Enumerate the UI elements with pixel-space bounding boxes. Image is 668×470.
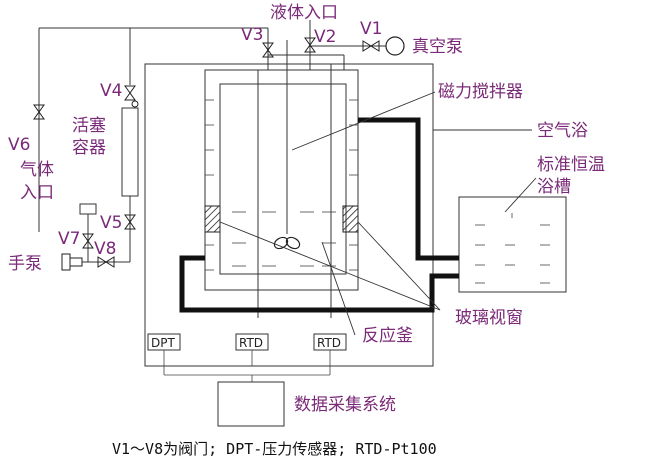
label-piston-1: 活塞: [72, 116, 106, 136]
label-piston-2: 容器: [72, 138, 106, 158]
label-v6: V6: [8, 135, 30, 155]
ptr-stirrer: [291, 91, 436, 151]
label-v3: V3: [241, 25, 263, 45]
hand-pump-symbol: [61, 253, 83, 271]
reactor-wall-ticks: [205, 99, 358, 271]
label-magnetic-stirrer: 磁力搅拌器: [438, 82, 523, 102]
label-v2: V2: [314, 27, 336, 47]
reactor-liquid-dashes: [232, 211, 336, 267]
label-std-bath-2: 浴槽: [537, 177, 571, 197]
piston-top-fitting: [131, 100, 139, 108]
vacuum-pump-symbol: [385, 36, 405, 56]
label-glass-window: 玻璃视窗: [455, 308, 523, 328]
label-v7: V7: [58, 229, 80, 249]
ptr-window-right: [357, 221, 441, 311]
label-rtd-2: RTD: [317, 336, 341, 350]
label-gas-inlet-2: 入口: [20, 183, 54, 203]
valve-v4: [124, 85, 136, 101]
label-daq: 数据采集系统: [294, 395, 396, 415]
glass-window-right: [342, 205, 359, 233]
air-bath-box: [144, 63, 434, 367]
valve-v7: [82, 233, 94, 249]
label-rtd-1: RTD: [239, 336, 263, 350]
ptr-bath: [504, 177, 537, 213]
label-vacuum-pump: 真空泵: [412, 37, 463, 57]
ptr-window-left: [219, 221, 441, 311]
valve-v3: [262, 42, 274, 58]
label-v1: V1: [360, 19, 382, 39]
label-dpt: DPT: [151, 336, 175, 350]
label-v8: V8: [94, 239, 116, 259]
label-liquid-inlet: 液体入口: [270, 3, 338, 23]
bath-liquid-dashes: [475, 213, 550, 284]
label-hand-pump: 手泵: [8, 254, 42, 274]
glass-window-left: [204, 205, 221, 233]
label-v4: V4: [100, 81, 122, 101]
standard-thermostatic-bath: [458, 196, 567, 293]
valve-v8: [97, 256, 115, 268]
data-acquisition-box: [217, 381, 285, 427]
valve-v6: [33, 104, 45, 120]
valve-v2: [304, 37, 316, 53]
valve-v5: [124, 214, 136, 230]
v7-reservoir: [79, 203, 97, 215]
circulation-loop-bottom: [179, 255, 459, 313]
circulation-loop-top: [358, 117, 459, 261]
caption: V1～V8为阀门; DPT-压力传感器; RTD-Pt100: [112, 440, 437, 458]
valve-v1: [362, 40, 380, 52]
piston-container: [121, 107, 139, 197]
label-gas-inlet-1: 气体: [20, 160, 54, 180]
label-reactor: 反应釜: [362, 326, 413, 346]
label-air-bath: 空气浴: [537, 121, 588, 141]
ptr-reactor: [321, 241, 356, 336]
label-std-bath-1: 标准恒温: [537, 155, 605, 175]
reactor-inner-wall: [219, 83, 347, 275]
label-v5: V5: [100, 213, 122, 233]
reactor-outer-wall: [204, 69, 359, 291]
